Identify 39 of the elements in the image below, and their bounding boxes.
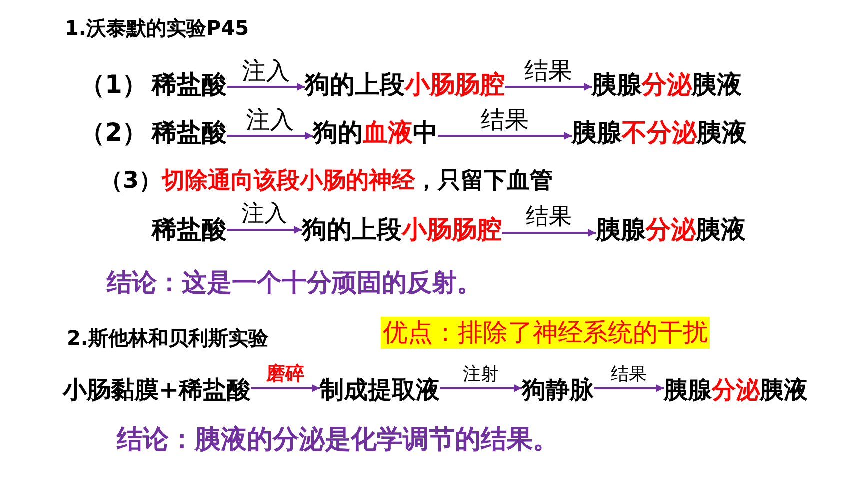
arrow xyxy=(438,132,572,140)
step-text: 制成提取液 xyxy=(320,376,440,405)
arrow xyxy=(227,226,302,234)
step-text: 狗的上段小肠肠腔 xyxy=(305,70,505,100)
arrow xyxy=(505,83,592,91)
edge-label: 注入 xyxy=(246,107,294,134)
arrow xyxy=(502,229,596,237)
edge-label: 注入 xyxy=(242,58,290,84)
arrow xyxy=(440,384,522,392)
arrow xyxy=(227,132,313,140)
step-text: 胰腺不分泌胰液 xyxy=(572,118,747,148)
step-text: 稀盐酸 xyxy=(152,215,227,245)
step-text: 胰腺分泌胰液 xyxy=(592,70,742,100)
arrow xyxy=(594,384,664,392)
edge-label: 结果 xyxy=(481,107,529,134)
edge-label: 注入 xyxy=(242,202,288,228)
edge-label: 结果 xyxy=(611,365,647,386)
condition-text: （3）切除通向该段小肠的神经，只留下血管 xyxy=(100,168,554,196)
conclusion-text: 结论：这是一个十分顽固的反射。 xyxy=(107,268,482,298)
step-text: 稀盐酸 xyxy=(152,70,227,100)
highlight-note: 优点：排除了神经系统的干扰 xyxy=(381,317,710,349)
section-heading: 1.沃泰默的实验P45 xyxy=(65,16,250,40)
row-number: （1） xyxy=(80,70,148,100)
edge-label: 结果 xyxy=(526,205,572,230)
step-text: 狗的血液中 xyxy=(313,118,438,148)
edge-label: 磨碎 xyxy=(266,364,305,386)
step-text: 狗静脉 xyxy=(522,376,594,405)
step-text: 胰腺分泌胰液 xyxy=(596,215,746,245)
conclusion-text: 结论：胰液的分泌是化学调节的结果。 xyxy=(117,425,559,456)
row-number: （2） xyxy=(80,118,148,148)
section-heading: 2.斯他林和贝利斯实验 xyxy=(67,326,269,350)
edge-label: 结果 xyxy=(524,58,572,84)
arrow xyxy=(251,384,320,392)
edge-label: 注射 xyxy=(463,365,499,386)
arrow xyxy=(227,83,305,91)
step-text: 小肠黏膜+稀盐酸 xyxy=(63,376,252,405)
step-text: 稀盐酸 xyxy=(152,118,227,148)
step-text: 胰腺分泌胰液 xyxy=(664,376,808,405)
step-text: 狗的上段小肠肠腔 xyxy=(302,215,502,245)
